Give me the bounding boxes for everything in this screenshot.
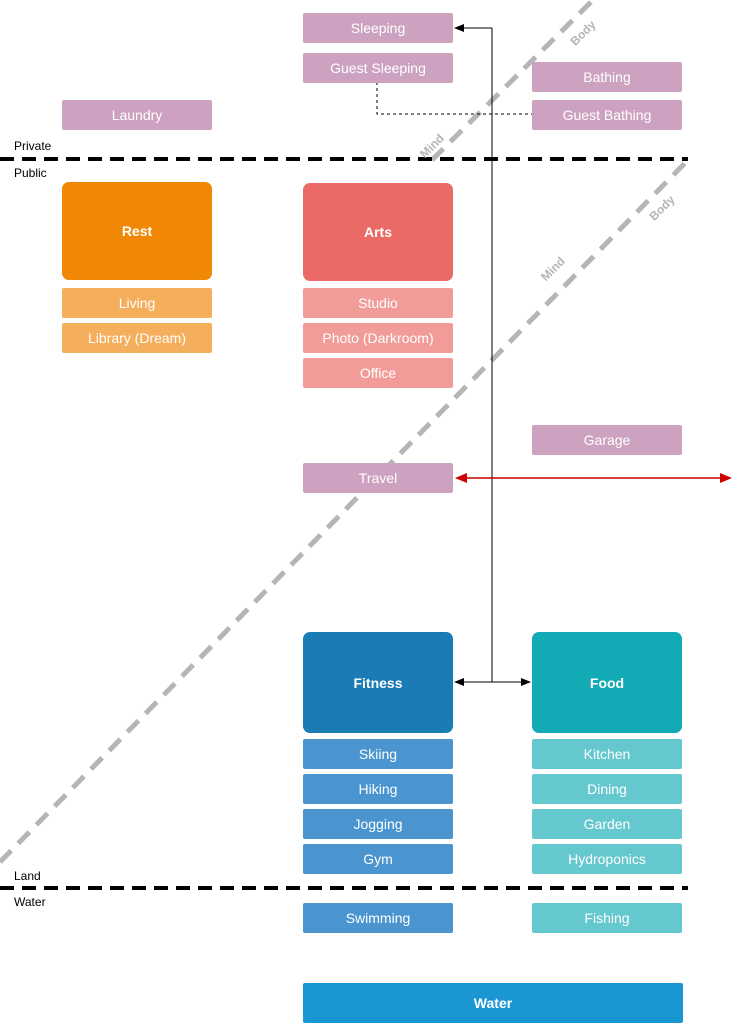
fitness-item-hiking[interactable]: Hiking [303, 774, 453, 804]
guest-sleeping-box[interactable]: Guest Sleeping [303, 53, 453, 83]
food-item-garden[interactable]: Garden [532, 809, 682, 839]
fitness-item-jogging[interactable]: Jogging [303, 809, 453, 839]
fitness-header[interactable]: Fitness [303, 632, 453, 733]
rest-item-living[interactable]: Living [62, 288, 212, 318]
arts-item-photo[interactable]: Photo (Darkroom) [303, 323, 453, 353]
rest-header[interactable]: Rest [62, 182, 212, 280]
guest-link-line [376, 82, 532, 115]
guest-bathing-box[interactable]: Guest Bathing [532, 100, 682, 130]
water-box[interactable]: Water [303, 983, 683, 1023]
arts-item-studio[interactable]: Studio [303, 288, 453, 318]
laundry-box[interactable]: Laundry [62, 100, 212, 130]
mind-body-divider-mid [0, 158, 690, 864]
sleeping-box[interactable]: Sleeping [303, 13, 453, 43]
arts-item-office[interactable]: Office [303, 358, 453, 388]
garage-box[interactable]: Garage [532, 425, 682, 455]
fishing-box[interactable]: Fishing [532, 903, 682, 933]
zone-label-public: Public [14, 166, 47, 180]
fitness-item-skiing[interactable]: Skiing [303, 739, 453, 769]
food-item-dining[interactable]: Dining [532, 774, 682, 804]
food-item-kitchen[interactable]: Kitchen [532, 739, 682, 769]
rest-item-library[interactable]: Library (Dream) [62, 323, 212, 353]
travel-box[interactable]: Travel [303, 463, 453, 493]
travel-arrowhead-right [720, 473, 732, 483]
swimming-box[interactable]: Swimming [303, 903, 453, 933]
fitness-item-gym[interactable]: Gym [303, 844, 453, 874]
travel-arrowhead-left [455, 473, 467, 483]
food-header[interactable]: Food [532, 632, 682, 733]
bathing-box[interactable]: Bathing [532, 62, 682, 92]
zone-label-water: Water [14, 895, 46, 909]
food-item-hydroponics[interactable]: Hydroponics [532, 844, 682, 874]
zone-label-private: Private [14, 139, 52, 153]
arts-header[interactable]: Arts [303, 183, 453, 281]
mind-body-divider-top [430, 0, 595, 162]
zone-label-land: Land [14, 869, 41, 883]
